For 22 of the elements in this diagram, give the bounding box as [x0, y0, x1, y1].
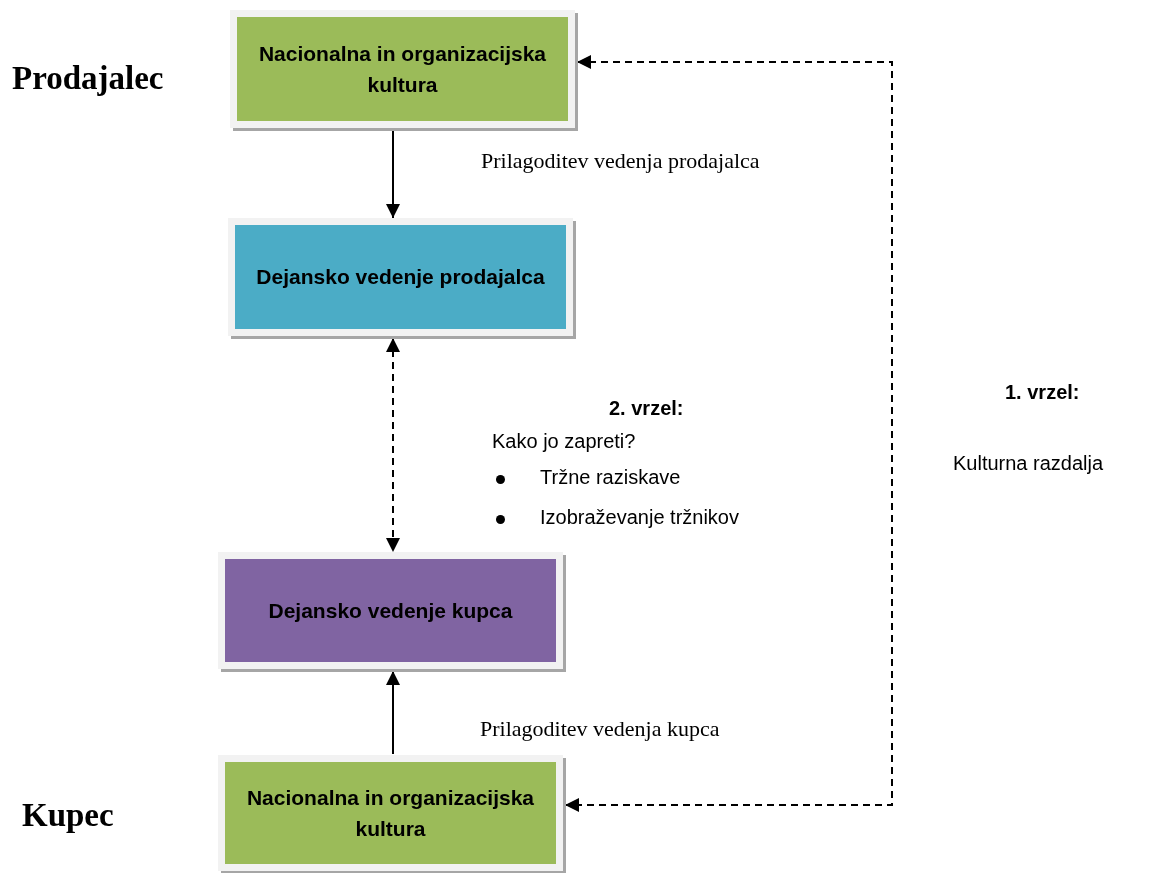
gap-heading: 1. vrzel:	[1005, 381, 1080, 404]
annotation-text: Kako jo zapreti?	[492, 430, 636, 453]
gap-heading: 2. vrzel:	[609, 397, 684, 420]
role-heading: Kupec	[22, 797, 114, 834]
annotation-text: Prilagoditev vedenja kupca	[480, 716, 720, 742]
box-label: Dejansko vedenje prodajalca	[255, 264, 546, 291]
annotation-text: Prilagoditev vedenja prodajalca	[481, 148, 760, 174]
box-label: Nacionalna in organizacijska kultura	[257, 40, 548, 98]
process-box	[228, 218, 573, 336]
arrow	[386, 670, 400, 755]
box-label: Nacionalna in organizacijska kultura	[245, 784, 536, 842]
arrow	[564, 55, 893, 812]
list-item: Izobraževanje tržnikov	[540, 506, 739, 529]
box-label: Dejansko vedenje kupca	[267, 597, 514, 624]
process-box	[230, 10, 575, 128]
arrow	[386, 337, 400, 553]
process-box	[218, 755, 563, 871]
arrow	[386, 129, 400, 219]
list-item: Tržne raziskave	[540, 466, 681, 489]
annotation-text: Kulturna razdalja	[953, 452, 1104, 475]
role-heading: Prodajalec	[12, 60, 164, 97]
process-box	[218, 552, 563, 669]
